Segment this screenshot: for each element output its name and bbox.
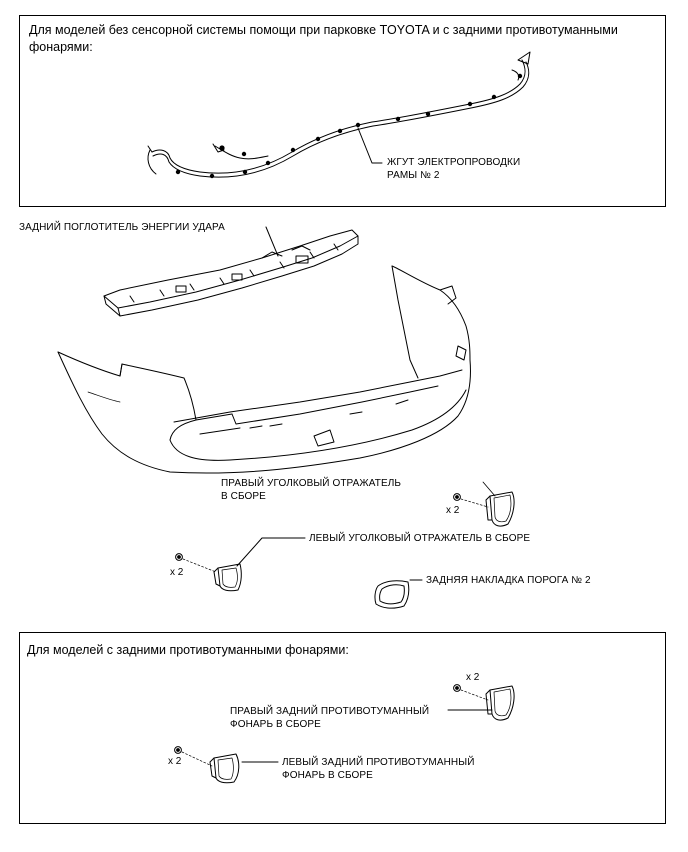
right-fog-quantity: x 2: [466, 672, 480, 683]
right-fog-lamp-drawing: [453, 684, 515, 721]
harness-leader-line: [357, 127, 383, 164]
top-section-note: Для моделей без сенсорной системы помощи…: [29, 23, 618, 54]
left-reflector-label: ЛЕВЫЙ УГОЛКОВЫЙ ОТРАЖАТЕЛЬ В СБОРЕ: [309, 533, 531, 544]
left-fog-quantity: x 2: [168, 756, 182, 767]
harness-label-line1: ЖГУТ ЭЛЕКТРОПРОВОДКИ: [387, 157, 521, 168]
bottom-section-note: Для моделей с задними противотуманными ф…: [27, 643, 349, 657]
energy-absorber-drawing: [103, 229, 359, 317]
right-reflector-drawing: [453, 491, 515, 527]
left-reflector-quantity: x 2: [170, 567, 184, 578]
left-fog-label-line2: ФОНАРЬ В СБОРЕ: [282, 770, 373, 781]
right-reflector-leader-line: [482, 481, 496, 497]
right-reflector-label-line1: ПРАВЫЙ УГОЛКОВЫЙ ОТРАЖАТЕЛЬ: [221, 478, 402, 489]
wire-harness-drawing: [147, 51, 531, 178]
left-reflector-drawing: [175, 553, 242, 592]
left-fog-lamp-drawing: [174, 746, 240, 784]
energy-absorber-label: ЗАДНИЙ ПОГЛОТИТЕЛЬ ЭНЕРГИИ УДАРА: [19, 222, 225, 233]
harness-clamps: [175, 73, 523, 179]
step-cover-drawing: [374, 580, 410, 609]
rear-bumper-drawing: [57, 265, 471, 474]
right-fog-label-line2: ФОНАРЬ В СБОРЕ: [230, 719, 321, 730]
step-cover-label: ЗАДНЯЯ НАКЛАДКА ПОРОГА № 2: [426, 575, 591, 586]
harness-label-line2: РАМЫ № 2: [387, 170, 440, 181]
left-reflector-leader-line: [236, 537, 306, 567]
absorber-leader-line: [265, 226, 279, 257]
right-reflector-quantity: x 2: [446, 505, 460, 516]
right-fog-label-line1: ПРАВЫЙ ЗАДНИЙ ПРОТИВОТУМАННЫЙ: [230, 706, 430, 717]
top-section-frame: [19, 15, 666, 207]
right-reflector-label-line2: В СБОРЕ: [221, 491, 266, 502]
left-fog-label-line1: ЛЕВЫЙ ЗАДНИЙ ПРОТИВОТУМАННЫЙ: [282, 757, 475, 768]
bottom-section-frame: [19, 632, 666, 824]
